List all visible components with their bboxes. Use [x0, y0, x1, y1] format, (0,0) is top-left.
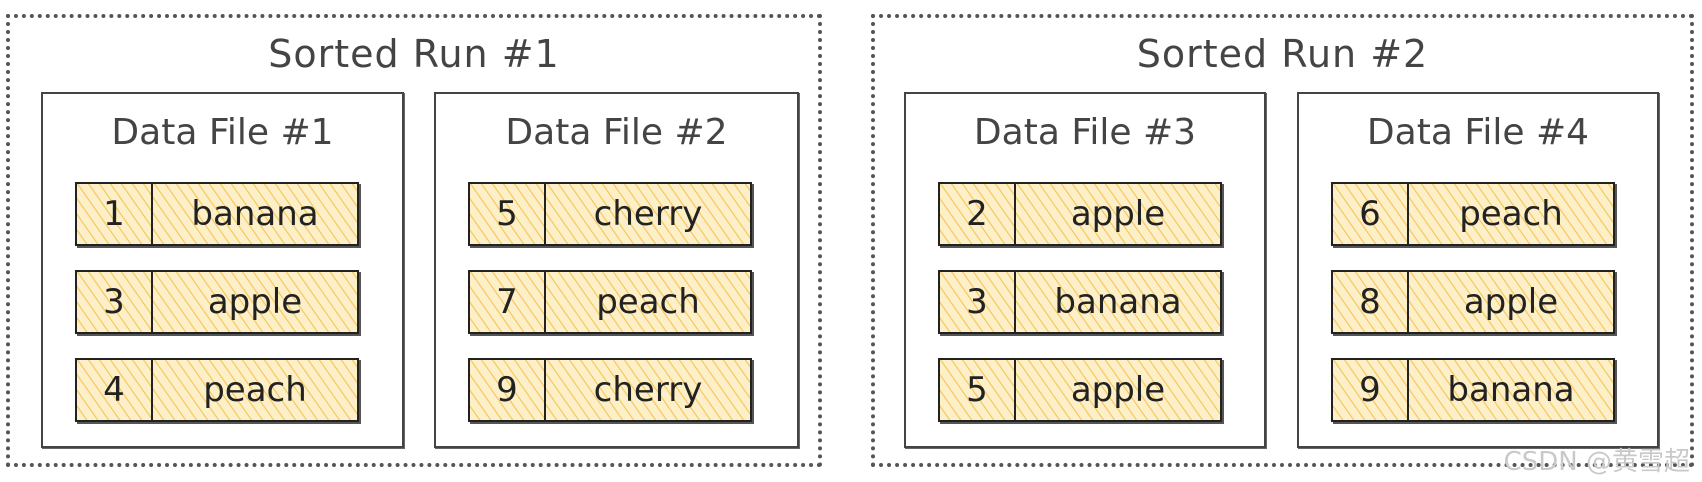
record-value: apple	[207, 282, 303, 322]
record-key: 4	[77, 360, 153, 420]
record-hatch-fill	[470, 360, 750, 420]
data-record: 5 apple	[938, 358, 1222, 422]
data-file-2: Data File #2 5 cherry 7 peach 9 cherry	[434, 92, 799, 448]
record-hatch-fill	[77, 184, 357, 244]
data-file-title: Data File #3	[973, 112, 1197, 153]
data-record: 3 apple	[75, 270, 359, 334]
sorted-run-title: Sorted Run #2	[1136, 32, 1429, 76]
data-record: 4 peach	[75, 358, 359, 422]
record-key: 2	[940, 184, 1016, 244]
record-key: 9	[470, 360, 546, 420]
record-value: peach	[1459, 194, 1563, 234]
record-key: 1	[77, 184, 153, 244]
watermark: CSDN @黄雪超	[1503, 447, 1690, 477]
record-hatch-fill	[77, 272, 357, 332]
record-hatch-fill	[940, 272, 1220, 332]
record-hatch-fill	[77, 360, 357, 420]
record-hatch-fill	[470, 184, 750, 244]
record-key: 8	[1333, 272, 1409, 332]
sorted-run-2: Sorted Run #2 Data File #3 2 apple 3 ban…	[871, 14, 1694, 467]
data-record: 2 apple	[938, 182, 1222, 246]
data-file-1: Data File #1 1 banana 3 apple 4 peach	[41, 92, 404, 448]
data-record: 8 apple	[1331, 270, 1615, 334]
record-value: banana	[1054, 282, 1182, 322]
record-hatch-fill	[940, 184, 1220, 244]
record-value: apple	[1070, 194, 1166, 234]
record-hatch-fill	[1333, 360, 1613, 420]
record-hatch-fill	[940, 360, 1220, 420]
data-record: 5 cherry	[468, 182, 752, 246]
record-key: 6	[1333, 184, 1409, 244]
record-key: 3	[940, 272, 1016, 332]
record-value: banana	[1447, 370, 1575, 410]
record-key: 5	[940, 360, 1016, 420]
record-key: 7	[470, 272, 546, 332]
sorted-run-title: Sorted Run #1	[268, 32, 560, 76]
data-file-4: Data File #4 6 peach 8 apple 9 banana	[1297, 92, 1659, 448]
data-file-3: Data File #3 2 apple 3 banana 5 apple	[904, 92, 1266, 448]
sorted-run-1: Sorted Run #1 Data File #1 1 banana 3 ap…	[6, 14, 822, 467]
data-record: 6 peach	[1331, 182, 1615, 246]
data-record: 1 banana	[75, 182, 359, 246]
data-record: 9 banana	[1331, 358, 1615, 422]
data-file-title: Data File #1	[111, 112, 334, 153]
record-key: 3	[77, 272, 153, 332]
record-value: cherry	[593, 194, 703, 234]
record-value: apple	[1463, 282, 1559, 322]
record-key: 5	[470, 184, 546, 244]
record-value: apple	[1070, 370, 1166, 410]
record-hatch-fill	[1333, 272, 1613, 332]
record-value: peach	[596, 282, 700, 322]
record-hatch-fill	[470, 272, 750, 332]
data-file-title: Data File #2	[505, 112, 728, 153]
record-hatch-fill	[1333, 184, 1613, 244]
record-value: banana	[191, 194, 319, 234]
record-value: cherry	[593, 370, 703, 410]
record-value: peach	[203, 370, 307, 410]
data-record: 9 cherry	[468, 358, 752, 422]
data-file-title: Data File #4	[1366, 112, 1590, 153]
data-record: 3 banana	[938, 270, 1222, 334]
data-record: 7 peach	[468, 270, 752, 334]
record-key: 9	[1333, 360, 1409, 420]
